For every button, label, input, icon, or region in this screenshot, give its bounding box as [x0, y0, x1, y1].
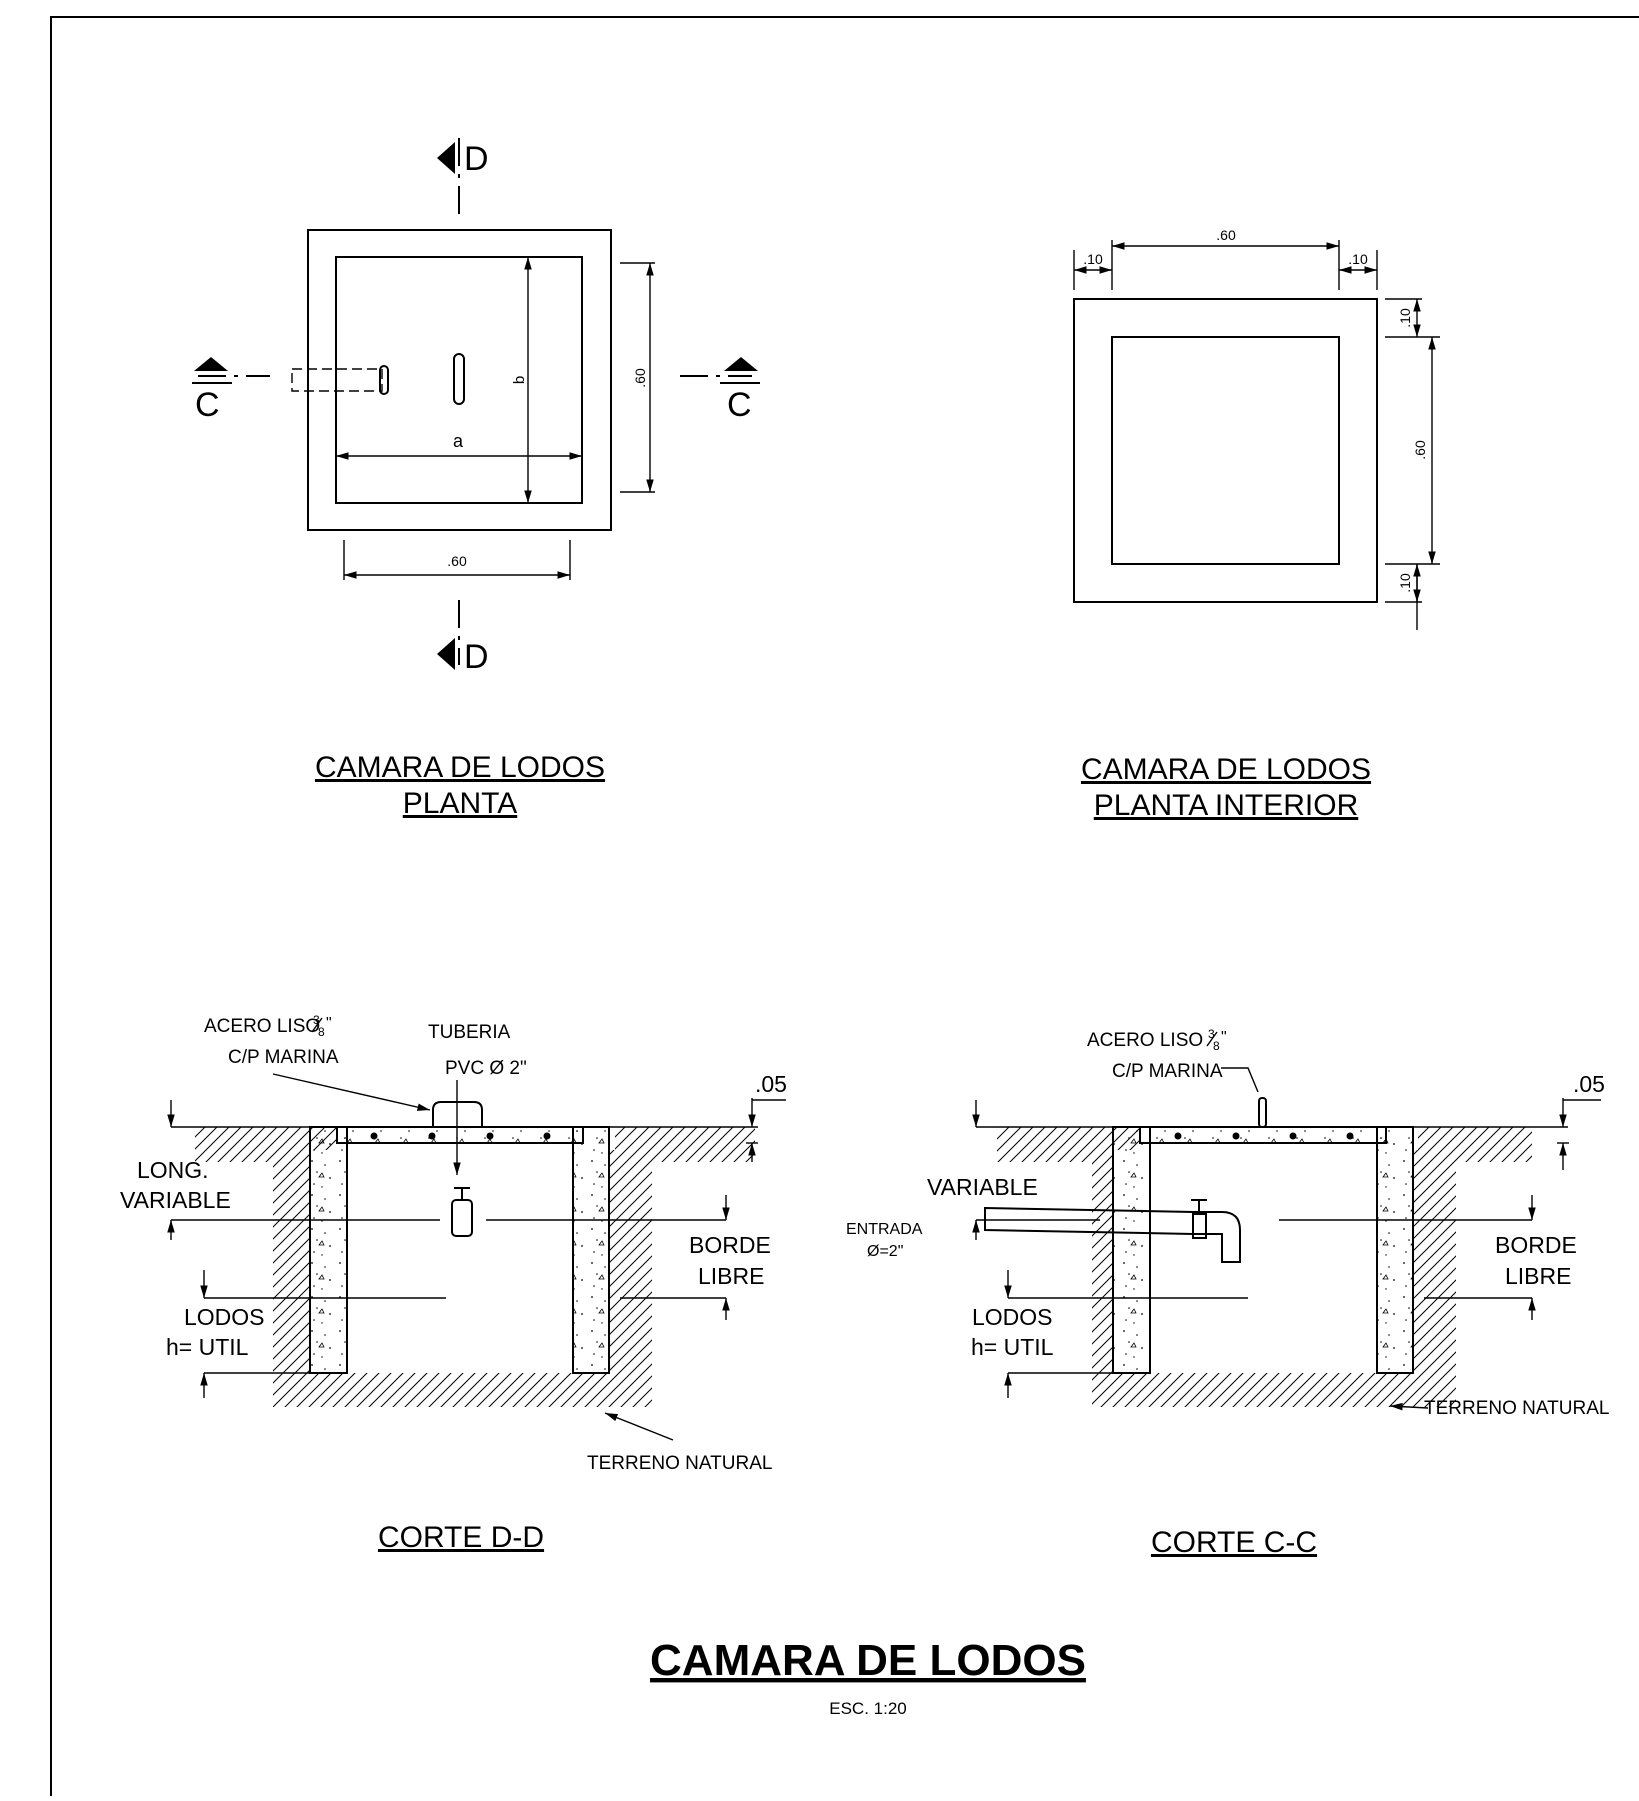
scale-label: ESC. 1:20 [829, 1699, 907, 1718]
cc-top-dim-label: .05 [1573, 1071, 1605, 1097]
planta-pipe-handle [379, 365, 389, 395]
interior-outer-wall [1073, 298, 1378, 603]
dd-acero-inch: " [326, 1015, 332, 1032]
section-d-top-arrow-icon [437, 142, 455, 174]
dd-valve-icon [451, 1199, 473, 1237]
section-c-left-arrow-icon [194, 357, 228, 371]
dd-cp-marina-label: C/P MARINA [228, 1047, 339, 1068]
dd-tuberia-label: TUBERIA [428, 1022, 511, 1043]
section-c-right-label: C [727, 386, 752, 424]
cc-acero-inch: " [1221, 1029, 1227, 1046]
cc-title: CORTE C-C [1151, 1526, 1317, 1559]
dd-soil-hatch [195, 1127, 755, 1407]
planta-inner-cavity [335, 256, 583, 504]
interior-title-line2: PLANTA INTERIOR [1094, 789, 1359, 822]
section-c-left-label: C [195, 386, 220, 424]
dim-inner-width-label: .60 [1216, 227, 1236, 243]
dim-right-wall-label: .10 [1348, 251, 1368, 267]
dd-long-line1: LONG. [137, 1157, 209, 1183]
planta-pipe [291, 368, 383, 392]
cc-lodos-line2: h= UTIL [971, 1334, 1054, 1360]
dim-inner-height-label: .60 [1412, 440, 1428, 460]
main-title: CAMARA DE LODOS [650, 1636, 1086, 1685]
dd-lodos-line2: h= UTIL [166, 1334, 249, 1360]
sheet-border [50, 16, 1639, 1801]
corte-cc-view: ACERO LISO 3 8 " C/P MARINA .05 VARIABLE… [846, 1027, 1609, 1559]
section-c-right-arrow-icon [724, 357, 758, 371]
dim-bottom-wall-label: .10 [1397, 573, 1413, 593]
cc-lodos-line1: LODOS [972, 1304, 1053, 1330]
dd-lodos-line1: LODOS [184, 1304, 265, 1330]
dim-height-label: .60 [632, 368, 648, 388]
planta-interior-view: .10 .60 .10 .10 .60 .10 CAMARA DE LODOS … [1073, 227, 1440, 822]
interior-inner-cavity [1111, 336, 1340, 565]
planta-title-line1: CAMARA DE LODOS [315, 751, 605, 784]
dd-right-wall [573, 1127, 609, 1373]
dim-left-wall-label: .10 [1083, 251, 1103, 267]
planta-outer-wall [307, 229, 612, 531]
cc-acero-label: ACERO LISO [1087, 1030, 1203, 1051]
corte-dd-view: ACERO LISO 3 8 " C/P MARINA TUBERIA PVC … [120, 1013, 787, 1554]
dd-acero-fraction-num: 3 [313, 1013, 320, 1027]
planta-title-line2: PLANTA [403, 787, 517, 820]
dim-a-label: a [453, 431, 464, 451]
cc-variable-label: VARIABLE [927, 1174, 1038, 1200]
section-d-bottom-arrow-icon [437, 638, 455, 670]
dd-terreno-label: TERRENO NATURAL [587, 1453, 772, 1474]
dd-left-wall [310, 1127, 347, 1373]
interior-title-line1: CAMARA DE LODOS [1081, 753, 1371, 786]
dim-b-label: b [511, 376, 528, 384]
dd-title: CORTE D-D [378, 1521, 544, 1554]
dd-acero-fraction-den: 8 [318, 1025, 325, 1039]
cc-right-wall [1377, 1127, 1413, 1373]
section-d-top-label: D [464, 140, 489, 178]
planta-view: b a .60 .60 D D C C CAMARA DE LODOS PLAN… [192, 138, 760, 820]
cc-left-wall [1113, 1127, 1150, 1373]
dd-borde-line1: BORDE [689, 1232, 771, 1258]
cc-cp-marina-label: C/P MARINA [1112, 1061, 1223, 1082]
cc-borde-line2: LIBRE [1505, 1263, 1571, 1289]
cc-borde-line1: BORDE [1495, 1232, 1577, 1258]
cc-cover-handle [1258, 1097, 1267, 1128]
cc-acero-fraction-num: 3 [1208, 1027, 1215, 1041]
cc-acero-leader [1221, 1067, 1259, 1093]
planta-vent-slot [453, 353, 465, 405]
section-d-bottom-label: D [464, 638, 489, 676]
dd-borde-line2: LIBRE [698, 1263, 764, 1289]
dim-top-wall-label: .10 [1397, 308, 1413, 328]
dd-pvc-label: PVC Ø 2" [445, 1058, 527, 1079]
cc-entrada-line2: Ø=2" [867, 1243, 903, 1260]
dim-width-label: .60 [447, 553, 467, 569]
dd-cover-slab [337, 1127, 583, 1143]
dd-acero-label: ACERO LISO [204, 1016, 320, 1037]
cc-cover-slab [1140, 1127, 1386, 1143]
cc-inlet-elbow [1193, 1211, 1241, 1263]
dd-top-dim-label: .05 [755, 1071, 787, 1097]
cc-acero-fraction-den: 8 [1213, 1039, 1220, 1053]
cc-entrada-line1: ENTRADA [846, 1221, 923, 1238]
cc-terreno-label: TERRENO NATURAL [1424, 1398, 1609, 1419]
cc-inlet-pipe [984, 1206, 1194, 1236]
dd-long-line2: VARIABLE [120, 1187, 231, 1213]
cc-soil-hatch [997, 1127, 1532, 1407]
